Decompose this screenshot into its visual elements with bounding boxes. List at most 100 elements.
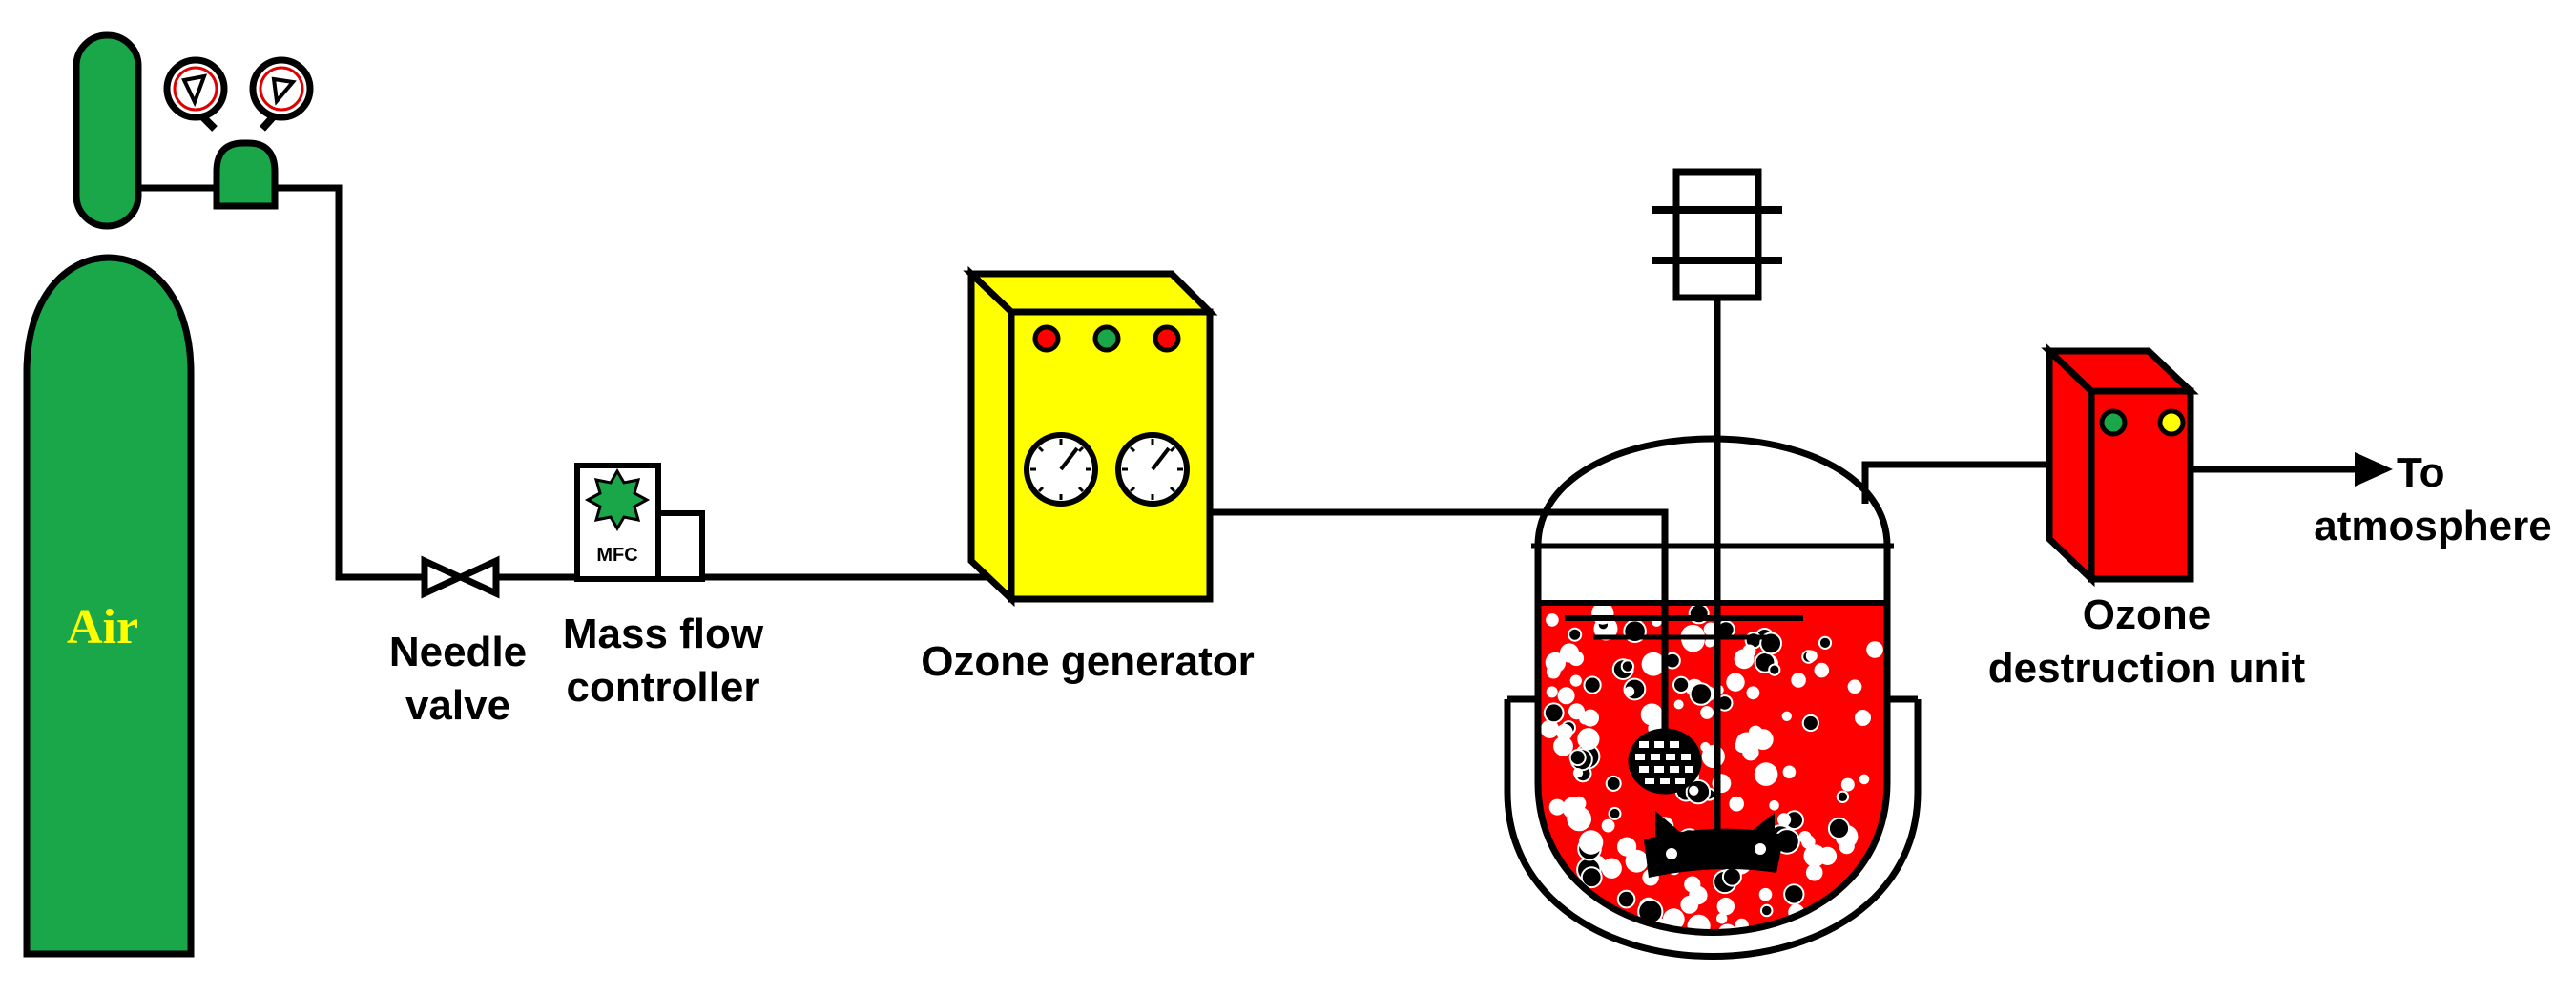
mfc-side-box <box>655 510 705 582</box>
bubble <box>1582 709 1599 727</box>
bubble <box>1769 800 1779 811</box>
lamp-red <box>1032 324 1061 353</box>
lamp-yellow <box>2157 408 2186 437</box>
stirred-reactor-icon <box>1504 168 1922 960</box>
bubble <box>1716 897 1735 916</box>
bubble <box>1605 775 1622 792</box>
bubble <box>1546 686 1558 698</box>
reactor-vessel <box>1534 546 1891 936</box>
ozone-generator-label: Ozone generator <box>921 638 1255 685</box>
bubble <box>1801 714 1819 733</box>
bubble <box>1866 641 1883 658</box>
bubble <box>1577 728 1600 751</box>
gauge-icon <box>163 56 228 121</box>
bubble <box>1758 887 1773 901</box>
bubble <box>1782 765 1797 779</box>
bubble <box>1783 883 1805 905</box>
destruction-unit-label-line-1: Ozone <box>2082 591 2212 638</box>
bubble <box>1746 686 1760 700</box>
bubble <box>1557 687 1575 705</box>
bubble <box>1700 706 1714 719</box>
bubble <box>1839 838 1855 855</box>
bubble <box>1859 774 1870 785</box>
outlet-label: To atmosphere <box>2290 446 2576 553</box>
cylinder-body <box>23 254 195 958</box>
bubble <box>1672 675 1691 694</box>
mfc-label-line-2: controller <box>566 664 760 711</box>
bubble <box>1781 711 1793 721</box>
bubble <box>1805 650 1818 662</box>
bubble <box>1616 889 1636 909</box>
bubble <box>1754 762 1778 786</box>
needle-valve-label-line-1: Needle <box>388 629 528 675</box>
ozone-generator-icon <box>963 265 1218 608</box>
bubble <box>1546 613 1559 627</box>
bubble <box>1580 866 1603 889</box>
impeller-icon <box>1644 811 1784 878</box>
bubble <box>1569 674 1582 687</box>
regulator-body <box>213 139 279 210</box>
stirrer-motor-icon <box>1652 168 1782 301</box>
arrow-right-icon <box>2355 452 2393 487</box>
destruction-unit-label: Ozone destruction unit <box>1965 589 2328 695</box>
bubble <box>1624 686 1635 697</box>
mfc-label: Mass flow controller <box>544 608 782 714</box>
cylinder-neck <box>73 31 142 230</box>
bubble <box>1568 627 1583 642</box>
bubble <box>1568 749 1587 767</box>
bubble <box>1705 637 1714 648</box>
gauge-icon <box>249 56 314 121</box>
bubble <box>1578 830 1604 855</box>
line-reactor-to-destruction <box>1861 461 2053 504</box>
bubble <box>1620 659 1635 673</box>
bubble <box>1673 699 1684 710</box>
bubble <box>1553 735 1573 756</box>
bubble <box>1701 744 1725 769</box>
bubble <box>1791 673 1806 688</box>
lamp-red <box>1153 324 1181 353</box>
bubble <box>1814 662 1830 678</box>
star-icon <box>584 468 651 531</box>
cylinder-label: Air <box>67 600 139 654</box>
reactor-lid <box>1534 435 1891 547</box>
bubble <box>1798 831 1812 844</box>
bubble <box>1748 725 1763 740</box>
bubble <box>1540 719 1560 738</box>
bubble <box>1641 652 1666 676</box>
line-regulator-to-valve <box>277 184 425 581</box>
bubble <box>1559 643 1580 663</box>
bubble <box>1836 790 1850 803</box>
bubble <box>1716 913 1728 924</box>
bubble <box>1729 796 1744 812</box>
dial-icon <box>1115 432 1190 507</box>
bubble <box>1777 813 1792 827</box>
bubble <box>1583 675 1602 694</box>
bubble <box>1543 702 1565 724</box>
bubble <box>1759 903 1774 918</box>
bubble <box>1726 673 1745 692</box>
bubble <box>1818 635 1833 651</box>
bubble <box>1548 798 1566 816</box>
bubble <box>1546 664 1561 679</box>
destruction-side <box>2046 342 2095 588</box>
bubble <box>1572 768 1584 778</box>
bubble <box>1689 785 1699 796</box>
bubble <box>1803 844 1826 867</box>
reactor-jacket <box>1504 699 1922 960</box>
dial-icon <box>1024 432 1098 507</box>
mass-flow-controller-icon: MFC <box>574 463 705 582</box>
mfc-label-line-1: Mass flow <box>562 611 764 657</box>
bubble <box>1847 679 1862 694</box>
sparger-icon <box>1628 728 1702 795</box>
needle-valve-label-line-2: valve <box>405 682 511 729</box>
pressure-regulator-icon <box>163 56 314 210</box>
bubble <box>1640 703 1663 726</box>
lamp-green <box>1092 324 1121 353</box>
bubble <box>1567 806 1591 832</box>
outlet-label-line-2: atmosphere <box>2314 503 2552 549</box>
outlet-label-line-1: To <box>2397 449 2445 496</box>
bubble <box>1742 644 1756 658</box>
bubble <box>1840 777 1855 792</box>
bubble <box>1827 817 1851 840</box>
bubble <box>1768 663 1781 676</box>
